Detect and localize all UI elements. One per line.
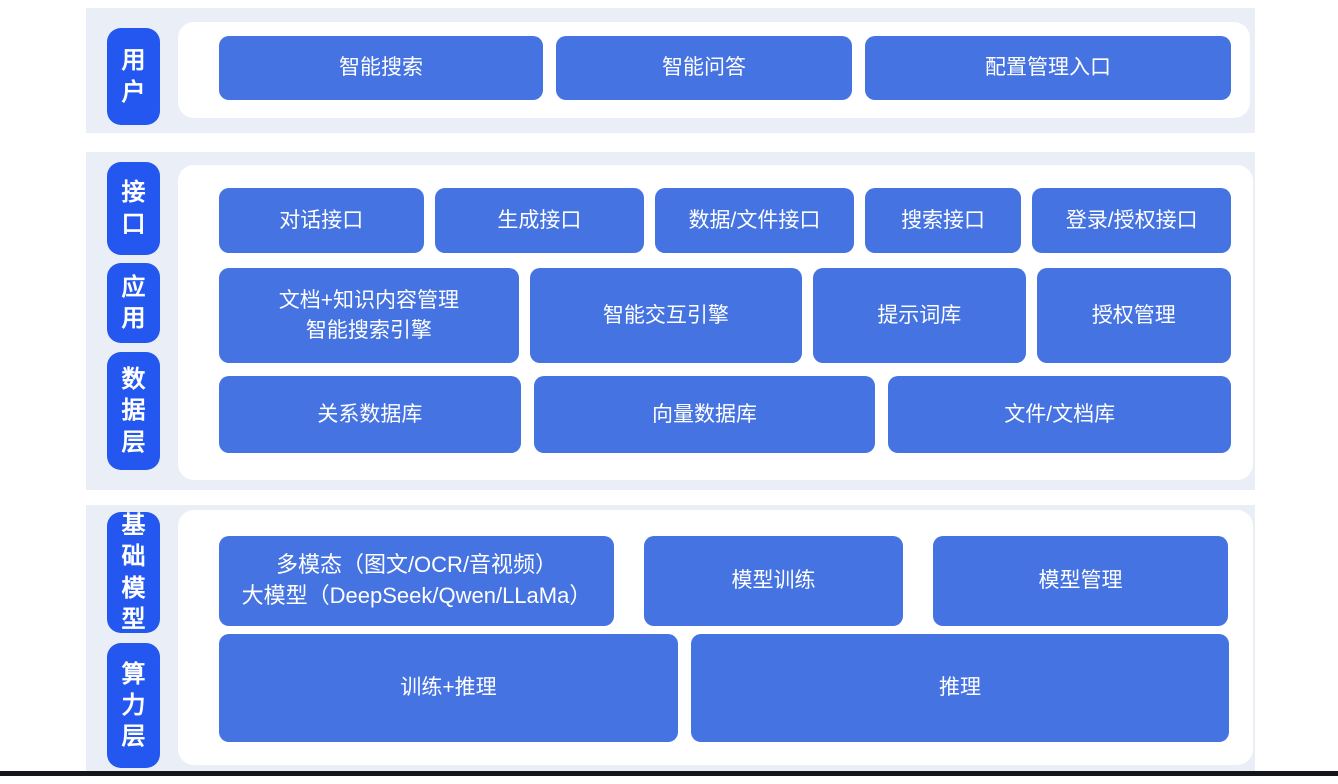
box-auth-management: 授权管理: [1036, 268, 1231, 363]
box-doc-knowledge-line2: 智能搜索引擎: [305, 318, 432, 342]
layer-label-application: 应用: [107, 263, 160, 343]
layer-label-data-text: 数据层: [121, 366, 146, 456]
box-login-auth-api: 登录/授权接口: [1032, 188, 1231, 253]
layer-label-foundation-model: 基础模型: [107, 512, 160, 633]
box-generate-api: 生成接口: [434, 188, 645, 253]
box-prompt-library: 提示词库: [813, 268, 1026, 363]
panel-user-layer: 智能搜索 智能问答 配置管理入口: [178, 22, 1250, 118]
box-search-api: 搜索接口: [864, 188, 1022, 253]
section-middle-layers: 接口 应用 数据层 对话接口 生成接口 数据/文件接口 搜索接口 登录/授权接口…: [86, 152, 1255, 490]
panel-foundation-layers: 多模态（图文/OCR/音视频） 大模型（DeepSeek/Qwen/LLaMa）…: [178, 510, 1253, 765]
box-relational-db: 关系数据库: [219, 376, 521, 453]
layer-label-interface-text: 接口: [121, 179, 146, 238]
layer-label-user: 用户: [107, 28, 160, 125]
box-training-inference: 训练+推理: [219, 634, 679, 742]
box-vector-db: 向量数据库: [533, 376, 876, 453]
row-compute: 训练+推理 推理: [178, 634, 1253, 742]
row-applications: 文档+知识内容管理 智能搜索引擎 智能交互引擎 提示词库 授权管理: [178, 268, 1253, 363]
layer-label-interface: 接口: [107, 162, 160, 255]
box-multimodal-line2: 大模型（DeepSeek/Qwen/LLaMa）: [241, 583, 592, 608]
layer-label-compute-text: 算力层: [121, 660, 146, 751]
box-interaction-engine: 智能交互引擎: [529, 268, 803, 363]
layer-label-data: 数据层: [107, 352, 160, 470]
row-interfaces: 对话接口 生成接口 数据/文件接口 搜索接口 登录/授权接口: [178, 188, 1253, 253]
bottom-divider-bar: [0, 771, 1338, 776]
box-multimodal-line1: 多模态（图文/OCR/音视频）: [275, 552, 558, 578]
panel-middle-layers: 对话接口 生成接口 数据/文件接口 搜索接口 登录/授权接口 文档+知识内容管理…: [178, 165, 1253, 480]
layer-label-foundation-model-text: 基础模型: [121, 512, 146, 633]
box-data-file-api: 数据/文件接口: [655, 188, 854, 253]
layer-label-compute: 算力层: [107, 643, 160, 768]
box-dialog-api: 对话接口: [219, 188, 424, 253]
layer-label-user-text: 用户: [121, 47, 146, 106]
row-databases: 关系数据库 向量数据库 文件/文档库: [178, 376, 1253, 453]
box-inference: 推理: [691, 634, 1229, 742]
box-doc-knowledge-search: 文档+知识内容管理 智能搜索引擎: [219, 268, 519, 363]
box-model-training: 模型训练: [644, 536, 903, 626]
box-smart-search: 智能搜索: [219, 36, 543, 100]
box-doc-knowledge-line1: 文档+知识内容管理: [278, 289, 459, 313]
box-multimodal-llm: 多模态（图文/OCR/音视频） 大模型（DeepSeek/Qwen/LLaMa）: [219, 536, 614, 626]
section-foundation-layers: 基础模型 算力层 多模态（图文/OCR/音视频） 大模型（DeepSeek/Qw…: [86, 505, 1255, 772]
box-model-management: 模型管理: [933, 536, 1228, 626]
box-config-entry: 配置管理入口: [865, 36, 1231, 100]
box-file-doc-store: 文件/文档库: [888, 376, 1231, 453]
row-models: 多模态（图文/OCR/音视频） 大模型（DeepSeek/Qwen/LLaMa）…: [178, 536, 1253, 626]
layer-label-application-text: 应用: [121, 273, 146, 332]
section-user-layer: 用户 智能搜索 智能问答 配置管理入口: [86, 8, 1255, 133]
row-user-entries: 智能搜索 智能问答 配置管理入口: [178, 36, 1250, 100]
box-smart-qa: 智能问答: [556, 36, 852, 100]
